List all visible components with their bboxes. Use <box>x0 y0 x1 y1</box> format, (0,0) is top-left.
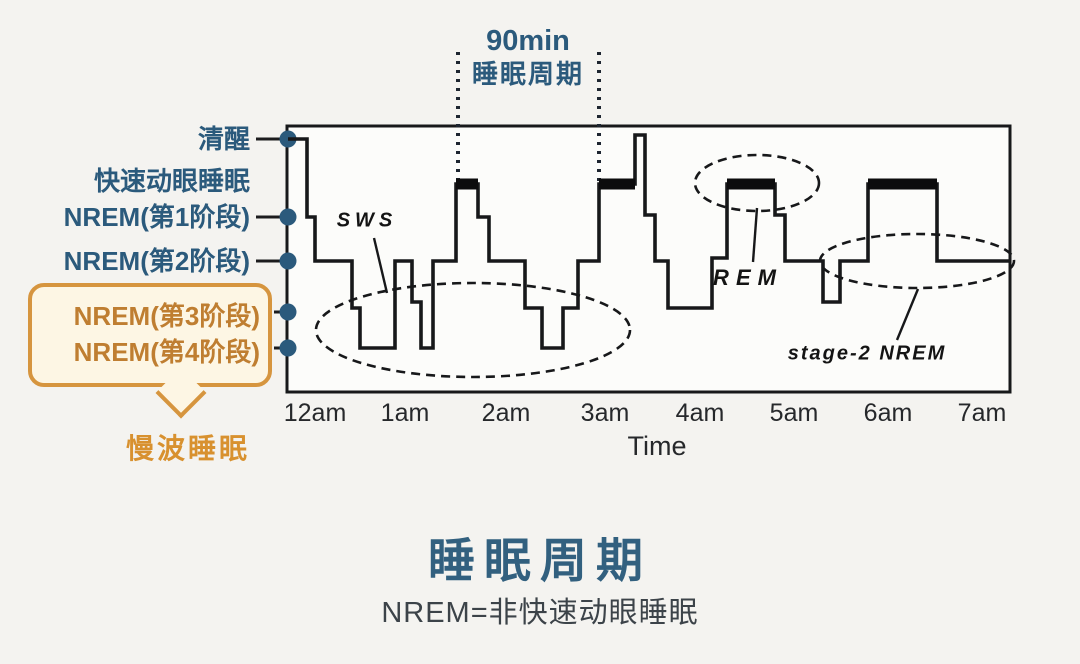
x-axis-tick-12am: 12am <box>283 399 347 427</box>
slow-wave-sleep-caption: 慢波睡眠 <box>125 433 250 464</box>
y-axis-label-nrem3: NREM(第3阶段) <box>73 301 260 331</box>
stage2-annotation-label: stage-2 NREM <box>787 342 947 365</box>
figure-subtitle: NREM=非快速动眼睡眠 <box>381 597 699 629</box>
x-axis-tick-5am: 5am <box>769 399 819 427</box>
rem-pointer-line <box>751 207 759 263</box>
y-axis-dot-nrem3 <box>279 303 297 321</box>
y-axis-dot-nrem1 <box>279 208 297 226</box>
cycle-duration-annotation: 90min 睡眠周期 <box>428 24 628 90</box>
cycle-duration-caption: 睡眠周期 <box>471 59 584 89</box>
y-axis-label-nrem4: NREM(第4阶段) <box>73 337 260 367</box>
hypnogram-line <box>288 133 1010 350</box>
x-axis-tick-4am: 4am <box>675 399 725 427</box>
rem-region-dashed-ellipse <box>693 153 821 213</box>
y-axis-label-nrem2: NREM(第2阶段) <box>63 246 250 276</box>
x-axis-tick-6am: 6am <box>863 399 913 427</box>
sws-annotation-label: SWS <box>336 209 398 232</box>
figure-title: 睡眠周期 <box>428 534 652 587</box>
cycle-duration-value: 90min <box>486 25 570 57</box>
y-axis-dot-nrem2 <box>279 252 297 270</box>
x-axis-tick-3am: 3am <box>580 399 630 427</box>
sws-pointer-line <box>372 237 389 294</box>
stage2-pointer-line <box>895 288 920 341</box>
y-axis-label-awake: 清醒 <box>197 124 250 154</box>
y-axis-dot-nrem4 <box>279 339 297 357</box>
x-axis-tick-2am: 2am <box>481 399 531 427</box>
sws-region-dashed-ellipse <box>314 281 632 379</box>
y-axis-label-rem: 快速动眼睡眠 <box>93 166 250 196</box>
y-axis-label-nrem1: NREM(第1阶段) <box>63 202 250 232</box>
sws-callout-box: NREM(第3阶段) NREM(第4阶段) <box>28 283 272 419</box>
x-axis-tick-1am: 1am <box>380 399 430 427</box>
plot-area-border <box>285 124 1012 394</box>
rem-annotation-label: REM <box>713 265 783 290</box>
x-axis-tick-7am: 7am <box>957 399 1007 427</box>
x-axis-title: Time <box>627 431 687 461</box>
